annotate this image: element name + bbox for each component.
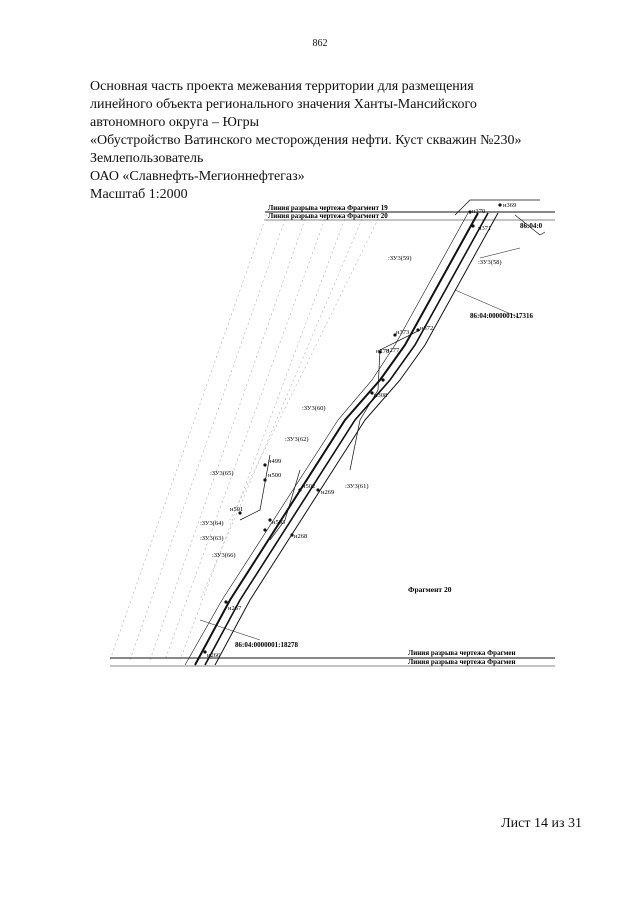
header-line: линейного объекта регионального значения…: [90, 97, 477, 112]
point-label: н308: [374, 392, 387, 399]
point-label: н372: [420, 325, 433, 332]
point-label: н373: [396, 329, 409, 336]
point-label: н502: [302, 483, 315, 490]
header-line: «Обустройство Ватинского месторождения н…: [90, 133, 522, 148]
zone-labels: :ЗУ3(58) :ЗУ3(59) :ЗУ3(60) :ЗУ3(61) :ЗУ3…: [200, 255, 502, 559]
header-line: автономного округа – Югры: [90, 115, 259, 130]
point-labels: н369 н370 н371 н372 н373 н277 н278 н308 …: [207, 202, 516, 659]
zone-label: :ЗУ3(60): [302, 405, 326, 412]
point-label: н277: [386, 347, 400, 354]
leader-lines: [199, 247, 521, 641]
zone-label: :ЗУ3(63): [200, 535, 224, 542]
break-label-bottom-2: Линия разрыва чертежа Фрагмен: [408, 658, 516, 666]
survey-points: [203, 203, 502, 654]
grid-lines: [109, 204, 386, 661]
header-line: ОАО «Славнефть-Мегионнефтегаз»: [90, 169, 305, 184]
point-label: н267: [228, 605, 242, 612]
zone-label: :ЗУ3(66): [212, 552, 236, 559]
zone-label: :ЗУ3(62): [285, 436, 309, 443]
point-label: н269: [321, 489, 334, 496]
corridor-lines: [184, 199, 546, 666]
break-label-top-1: Линия разрыва чертежа Фрагмент 19: [268, 204, 388, 212]
zone-label: :ЗУ3(64): [200, 520, 224, 527]
zone-label: :ЗУ3(65): [210, 470, 234, 477]
page-number: 862: [312, 38, 328, 49]
header-line: Масштаб 1:2000: [90, 187, 188, 202]
sheet-label: Лист 14 из 31: [501, 816, 582, 831]
header-line: Землепользователь: [90, 151, 204, 166]
point-label: н370: [472, 208, 485, 215]
break-label-bottom-1: Линия разрыва чертежа Фрагмен: [408, 649, 516, 657]
point-label: н266: [207, 652, 221, 659]
point-label: н268: [294, 533, 307, 540]
point-label: н499: [268, 458, 281, 465]
document-header: Основная часть проекта межевания террито…: [90, 78, 610, 204]
header-line: Основная часть проекта межевания террито…: [90, 79, 474, 94]
point-label: н501: [230, 506, 243, 513]
cadastral-label: 86:04:0: [520, 222, 543, 230]
point-label: н500: [268, 472, 281, 479]
point-label: н371: [478, 225, 491, 232]
point-label: н503: [272, 519, 285, 526]
point-label: н278: [376, 348, 389, 355]
zone-label: :ЗУ3(61): [345, 483, 369, 490]
cadastral-label: 86:04:0000001:17316: [470, 312, 533, 320]
zone-label: :ЗУ3(58): [478, 259, 502, 266]
zone-label: :ЗУ3(59): [388, 255, 412, 262]
break-label-top-2: Линия разрыва чертежа Фрагмент 20: [268, 212, 388, 220]
point-label: н369: [503, 202, 516, 209]
fragment-label: Фрагмент 20: [408, 585, 452, 594]
cadastral-label: 86:04:0000001:18278: [235, 641, 298, 649]
